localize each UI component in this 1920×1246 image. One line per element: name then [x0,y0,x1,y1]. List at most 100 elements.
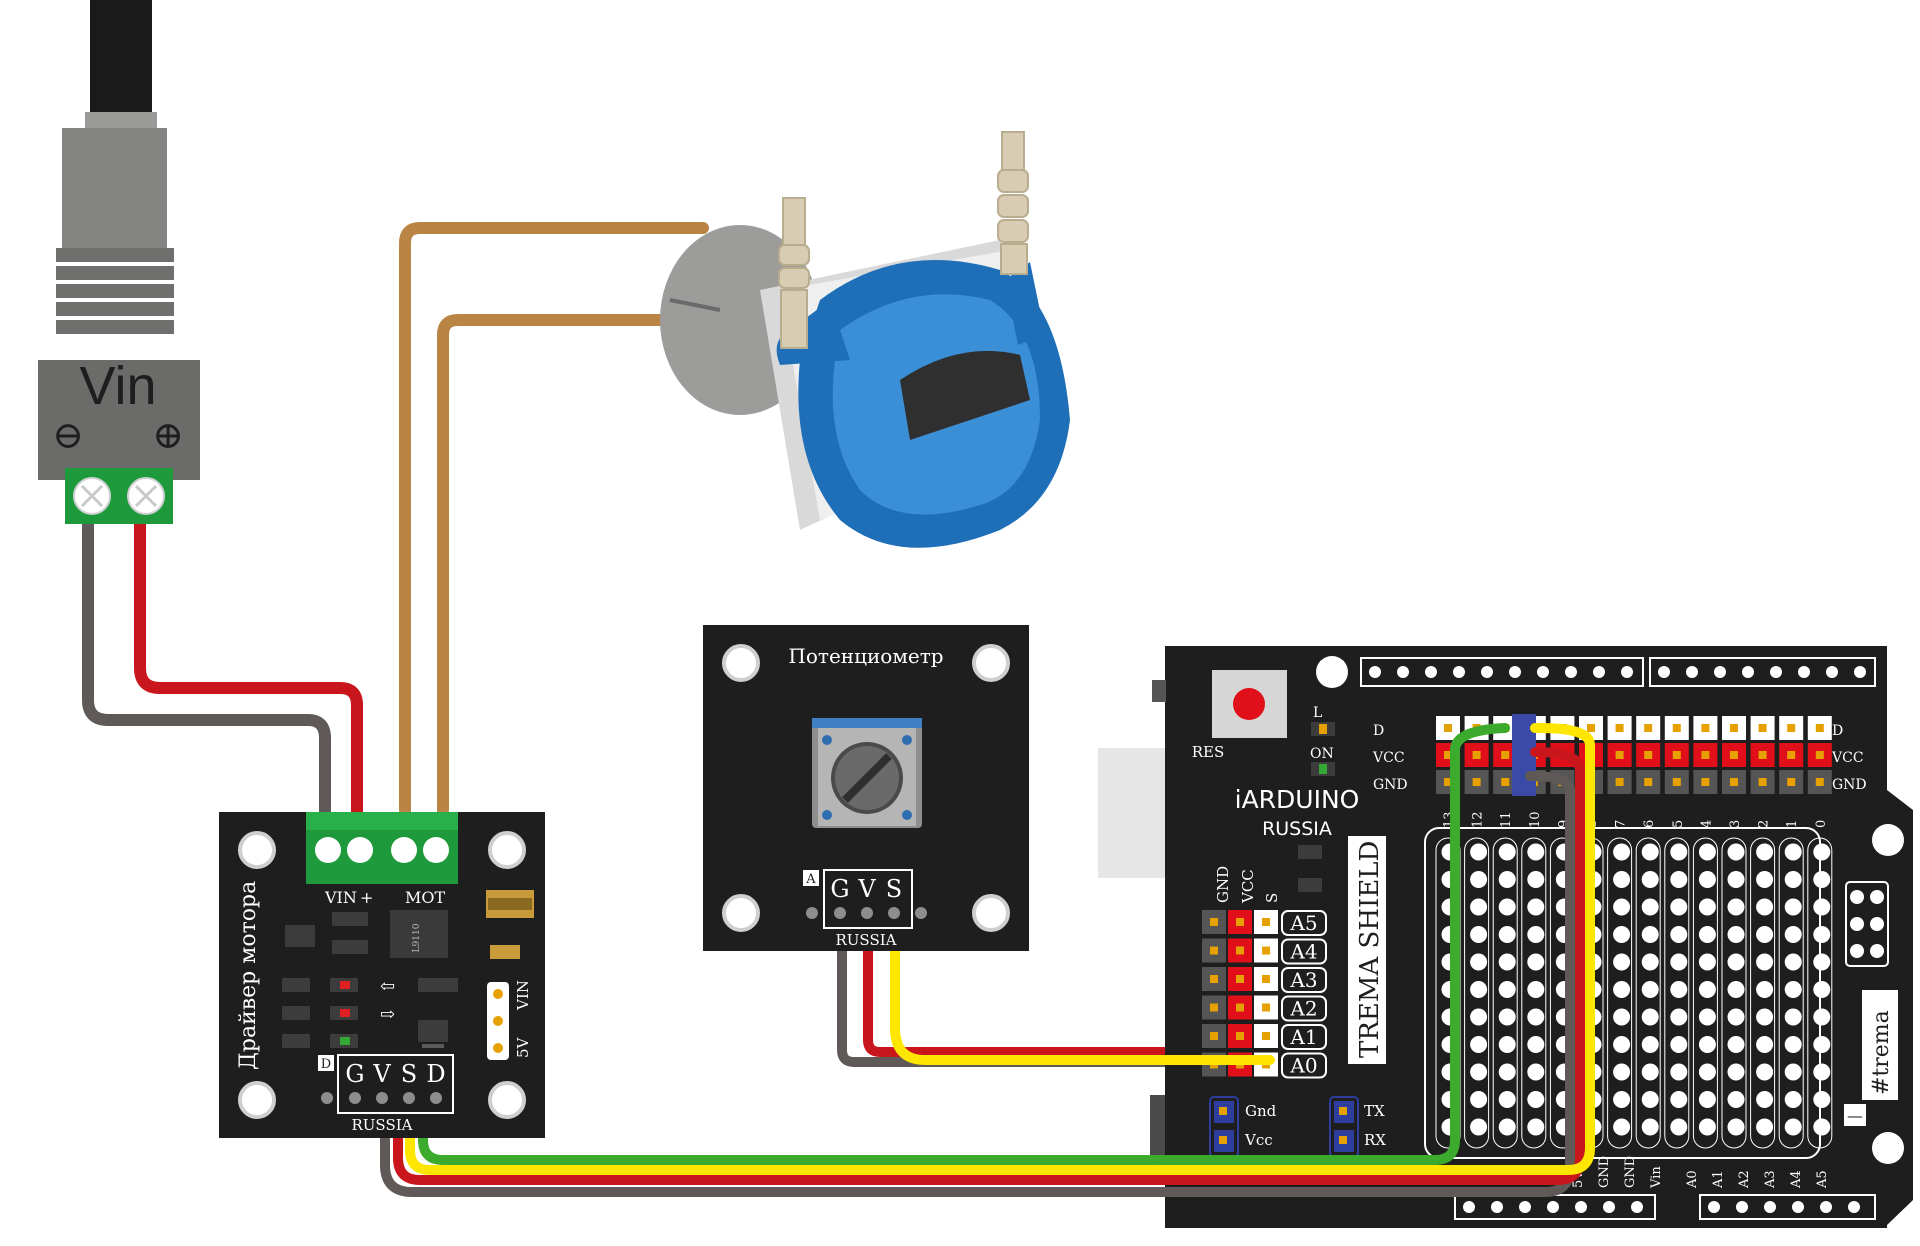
header-pin [1854,666,1866,678]
bottom-pin-label: A1 [1711,1170,1726,1189]
proto-hole [1813,953,1831,971]
pot-pin-g: G [830,875,849,903]
proto-hole [1813,1063,1831,1081]
proto-hole [1670,898,1688,916]
proto-hole [1613,898,1631,916]
digital-pin-number: 6 [1642,820,1657,828]
analog-pin-label: A0 [1289,1054,1317,1078]
arrow-left-icon: ⇦ [380,976,395,997]
header-pin [1658,666,1670,678]
driver-maker: RUSSIA [352,1116,413,1134]
pot-pin-s: S [886,875,902,903]
proto-hole [1670,926,1688,943]
mount-hole [488,1081,526,1119]
proto-hole [1727,1118,1745,1136]
pin-tag-a [803,870,819,886]
digital-pin-number: 2 [1757,820,1772,828]
header-pin [1593,666,1605,678]
analog-pin-label: A2 [1289,997,1317,1021]
proto-hole [1784,871,1802,888]
proto-hole [1527,898,1545,916]
proto-hole [1613,981,1631,998]
header-pins [1369,666,1866,678]
header-pin [1509,666,1521,678]
driver-pin-v: V [372,1060,391,1088]
arrow-right-icon: ⇨ [380,1004,395,1025]
proto-hole [1498,981,1516,998]
svg-text:D: D [321,1057,331,1072]
power-wire-gray [82,519,331,821]
chip-icon [390,910,448,958]
jumper-label-vin: VIN [514,980,532,1011]
terminal-label-mot: MOT [405,888,446,907]
power-wire-red [134,519,363,821]
proto-hole [1613,1008,1631,1026]
proto-hole [1641,1118,1659,1136]
proto-hole [1813,1091,1831,1108]
proto-hole [1613,953,1631,971]
proto-hole [1670,1118,1688,1136]
uart-vcc-label: Vcc [1244,1131,1273,1149]
proto-hole [1670,871,1688,888]
header-pin [1575,1201,1587,1213]
trema-tag: #trema [1869,1010,1894,1095]
uart-rx-label: RX [1364,1131,1386,1149]
bottom-pin-label: A5 [1815,1170,1830,1189]
mount-hole [1872,824,1904,856]
mount-hole [1872,1132,1904,1164]
proto-hole [1498,871,1516,888]
peristaltic-pump [660,131,1070,548]
digital-pin-number: 5 [1671,820,1686,828]
proto-hole [1756,1008,1774,1026]
mount-hole [722,644,760,682]
proto-hole [1527,843,1545,861]
digital-pin-number: 11 [1499,811,1514,828]
chip-label: L9110 [412,923,422,952]
proto-hole [1641,1091,1659,1108]
led-on-label: ON [1310,746,1334,762]
minus-sign: — [1847,1106,1863,1125]
proto-hole [1756,898,1774,916]
digital-pin-number: 3 [1728,820,1743,828]
proto-hole [1670,843,1688,861]
analog-pin-label: A3 [1289,968,1317,992]
proto-hole [1813,843,1831,861]
header-pin [1708,1201,1720,1213]
proto-hole [1498,1008,1516,1026]
pot-maker: RUSSIA [836,931,897,949]
proto-hole [1498,926,1516,943]
proto-hole [1527,926,1545,943]
mount-hole [238,1081,276,1119]
proto-hole [1727,843,1745,861]
proto-hole [1527,1036,1545,1053]
proto-hole [1727,871,1745,888]
reset-button[interactable] [1212,670,1287,738]
header-pin [1742,666,1754,678]
proto-hole [1470,953,1488,971]
shield-name-plate [1348,836,1386,1064]
reset-label: RES [1192,743,1225,761]
bottom-pin-label: GND [1623,1156,1638,1188]
proto-hole [1727,1063,1745,1081]
bottom-pin-label: GND [1597,1156,1612,1188]
proto-hole [1641,926,1659,943]
proto-hole [1470,926,1488,943]
proto-hole [1698,1118,1716,1136]
proto-hole [1470,981,1488,998]
proto-hole [1727,1036,1745,1053]
proto-hole [1613,1118,1631,1136]
row-label-vcc-right: VCC [1831,750,1864,766]
proto-hole [1756,1036,1774,1053]
proto-hole [1470,1008,1488,1026]
proto-hole [1641,1063,1659,1081]
proto-hole [1698,953,1716,971]
shield-brand-sub: RUSSIA [1262,818,1332,840]
mount-hole [1316,656,1348,688]
power-jumper [487,982,509,1060]
mount-hole [238,831,276,869]
jumper-label-5v: 5V [514,1036,532,1058]
proto-hole [1698,1063,1716,1081]
proto-hole [1698,926,1716,943]
